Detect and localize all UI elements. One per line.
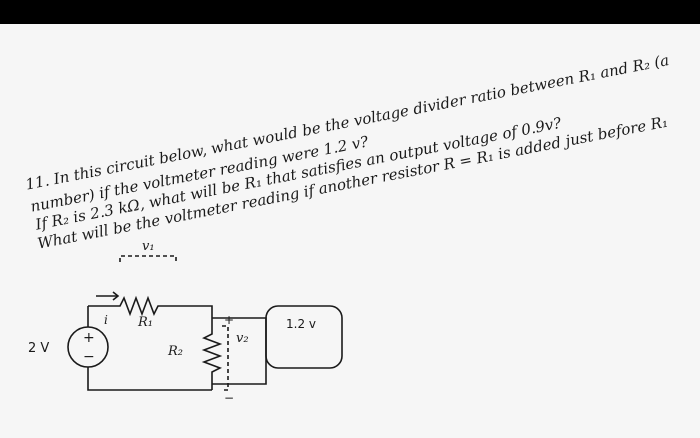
r2-label: R₂ [167,344,183,359]
source-label: 2 V [28,341,49,356]
paper-sheet: 11. In this circuit below, what would be… [0,24,700,438]
source-minus: − [83,349,95,365]
v2-bracket [222,325,229,391]
v2-plus: + [224,313,234,327]
r2-resistor [201,326,223,390]
voltmeter-reading: 1.2 v [286,317,316,331]
v1-label: v₁ [142,239,155,254]
source-plus: + [83,330,95,346]
v2-minus: − [224,391,234,405]
r1-resistor [88,295,213,326]
voltage-source [67,326,109,368]
r1-label: R₁ [137,315,153,330]
circuit-diagram: v₁ i R₁ R₂ v₂ + − + − 2 V 1.2 v [28,239,343,405]
i-label: i [104,313,108,327]
v2-label: v₂ [236,331,249,346]
v1-bracket [119,255,177,262]
voltmeter-wires [212,317,267,385]
voltmeter [265,305,343,369]
